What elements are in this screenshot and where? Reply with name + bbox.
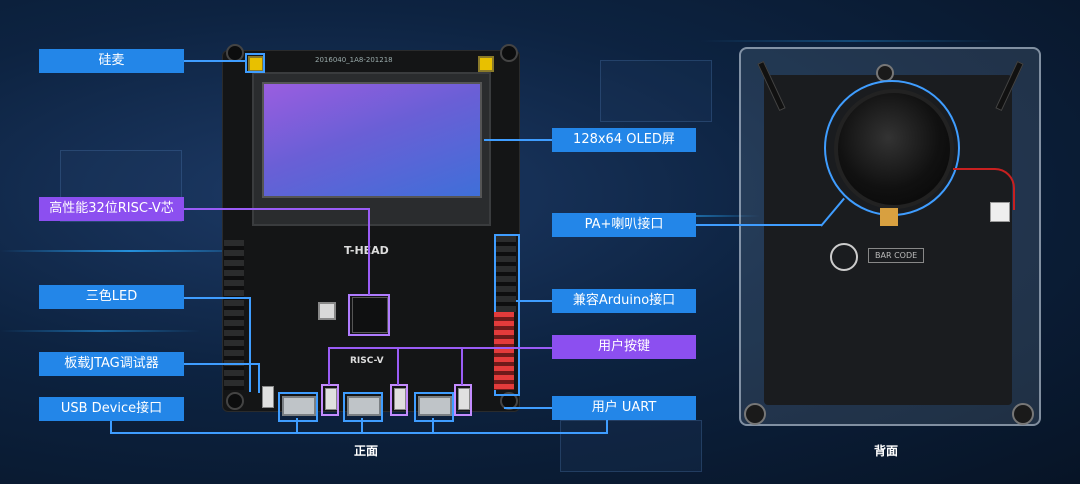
user-button-highlight [454,384,472,416]
mount-hole [500,392,518,410]
label-user-button: 用户按键 [552,335,696,359]
rgb-led [318,302,336,320]
speaker-wire [953,168,1015,210]
connector-uart [504,407,552,409]
mic-component [478,56,494,72]
usb-device-port [282,396,316,416]
chip-highlight [348,294,390,336]
barcode-label: BAR CODE [868,248,925,263]
mic-highlight [245,53,265,73]
label-arduino: 兼容Arduino接口 [552,289,696,313]
connector-button [397,347,399,385]
usb-highlight [278,392,318,422]
uart-port [418,396,452,416]
label-usb-device: USB Device接口 [39,397,184,421]
brand-text: T-HEAD [344,244,389,257]
connector-usb [296,418,298,433]
oled-code-text: 2016040_1A8-201218 [315,56,393,64]
connector-usb-bus [110,432,608,434]
connector-mic [184,60,246,62]
bg-chip-shape [560,420,702,472]
speaker [834,89,954,209]
caption-front: 正面 [354,444,379,458]
connector-jtag [184,363,259,365]
mount-hole [500,44,518,62]
connector-jtag-port [361,418,363,433]
oled-screen [262,82,482,198]
jtag-highlight [343,392,383,422]
bg-glow-line [0,250,260,252]
case-foot [744,403,766,425]
arch-text: RISC-V [350,356,384,366]
user-button [458,388,470,410]
user-button-highlight [321,384,339,416]
connector-led [184,297,250,299]
case-foot [1012,403,1034,425]
label-led: 三色LED [39,285,184,309]
connector-speaker [696,224,822,226]
reset-button [262,386,274,408]
connector-arduino [516,300,552,302]
connector-uart-port [432,418,434,433]
connector-button [328,347,330,385]
label-jtag: 板载JTAG调试器 [39,352,184,376]
connector-oled [484,139,552,141]
label-oled: 128x64 OLED屏 [552,128,696,152]
caption-back: 背面 [874,444,899,458]
mount-hole [226,392,244,410]
label-mic: 硅麦 [39,49,184,73]
right-pin-header [496,236,516,312]
bg-glow-line [0,330,200,332]
label-uart: 用户 UART [552,396,696,420]
jtag-usb-port [347,396,381,416]
bg-glow-line [700,40,1000,42]
connector-chip [368,208,370,295]
connector-led [249,297,251,392]
risc-v-chip [352,297,388,333]
connector-usb [110,420,112,432]
user-button [394,388,406,410]
connector-uart [606,420,608,434]
user-button [325,388,337,410]
no-battery-icon [830,243,858,271]
connector-jtag [258,363,260,393]
label-risc-chip: 高性能32位RISC-V芯 [39,197,184,221]
bg-chip-shape [600,60,712,122]
amp-component [880,208,898,226]
uart-highlight [414,392,454,422]
connector-button [328,347,552,349]
left-pin-header [224,240,244,390]
user-button-highlight [390,384,408,416]
label-speaker: PA+喇叭接口 [552,213,696,237]
connector-button [461,347,463,385]
red-pin-header [494,312,514,390]
connector-chip [184,208,369,210]
